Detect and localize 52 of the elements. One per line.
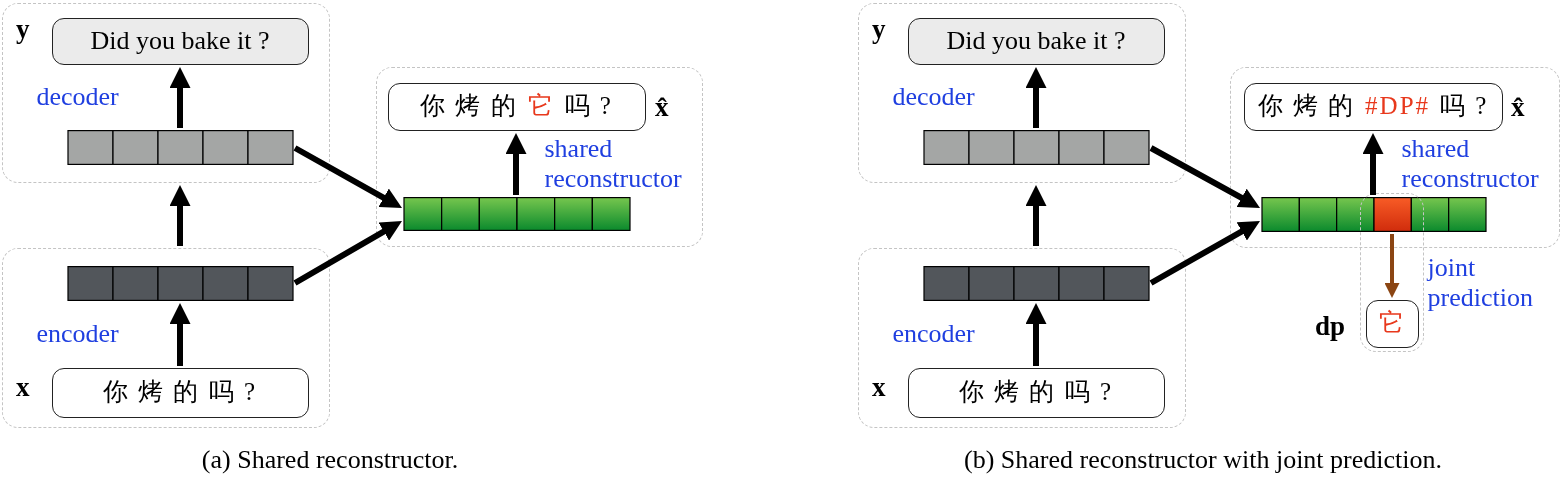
- sentence-text: 你 烤 的 吗 ?: [958, 378, 1114, 407]
- vector-bar: [923, 265, 1149, 301]
- variable-label: dp: [1314, 312, 1345, 340]
- arrow: [1362, 133, 1384, 195]
- sentence-text: 吗 ?: [1440, 92, 1489, 121]
- arrow: [169, 303, 191, 366]
- module-label: joint prediction: [1427, 252, 1534, 313]
- dashed-frame: [1230, 67, 1560, 248]
- variable-label: y: [15, 15, 30, 43]
- highlighted-word: 它: [527, 92, 555, 121]
- module-label: decoder: [892, 81, 975, 112]
- dashed-frame: [2, 248, 330, 428]
- sentence-text: 你 烤 的: [1257, 92, 1356, 121]
- placeholder-token: #DP#: [1365, 92, 1431, 121]
- variable-label: x: [871, 373, 886, 401]
- sentence-text: 吗 ?: [564, 92, 613, 121]
- vector-bar: [67, 129, 293, 165]
- sentence-text: 你 烤 的: [420, 92, 518, 121]
- sentence-text: Did you bake it ?: [90, 26, 270, 56]
- arrow: [1025, 185, 1047, 246]
- vector-bar: [67, 265, 293, 301]
- figure-caption: (a) Shared reconstructor.: [201, 444, 459, 475]
- vector-bar: [1261, 196, 1486, 232]
- dashed-frame: [2, 3, 330, 183]
- dashed-frame: [376, 67, 703, 247]
- arrow: [169, 185, 191, 246]
- variable-label: y: [871, 15, 886, 43]
- variable-label: x̂: [654, 93, 669, 121]
- module-label: encoder: [36, 318, 119, 349]
- sentence-text: Did you bake it ?: [946, 26, 1126, 56]
- variable-label: x: [15, 373, 30, 401]
- module-label: shared reconstructor: [544, 133, 683, 194]
- arrow: [293, 145, 404, 211]
- arrow: [505, 133, 527, 195]
- sentence-text: 你 烤 的 吗 ?: [102, 378, 258, 407]
- arrow: [293, 218, 404, 286]
- variable-label: x̂: [1510, 93, 1525, 121]
- vector-bar: [403, 196, 630, 231]
- vector-bar: [923, 129, 1149, 165]
- dashed-frame: [858, 3, 1186, 183]
- arrow: [1384, 234, 1400, 298]
- arrow: [1149, 145, 1262, 211]
- module-label: encoder: [892, 318, 975, 349]
- arrow: [1025, 303, 1047, 366]
- module-label: decoder: [36, 81, 119, 112]
- highlighted-word: 它: [1378, 309, 1406, 338]
- arrow: [1025, 67, 1047, 128]
- arrow: [169, 67, 191, 128]
- arrow: [1149, 218, 1262, 286]
- figure-caption: (b) Shared reconstructor with joint prediction.: [964, 444, 1442, 475]
- dashed-frame: [858, 248, 1186, 428]
- module-label: shared reconstructor: [1401, 133, 1540, 194]
